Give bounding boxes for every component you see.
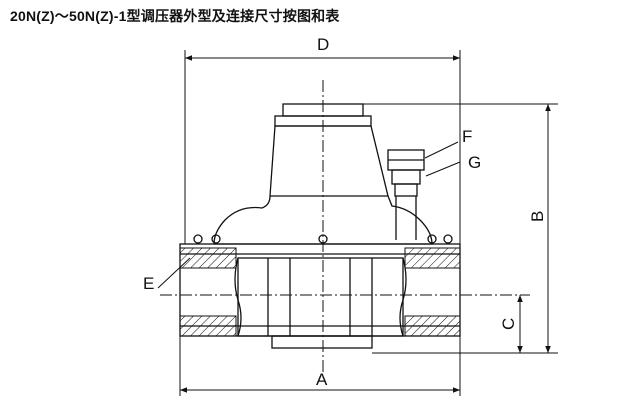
- right-thread-top: [404, 247, 461, 269]
- left-thread-bottom: [179, 315, 237, 337]
- label-F: F: [462, 127, 472, 146]
- bonnet: [213, 125, 433, 245]
- page-title: 20N(Z)～50N(Z)-1型调压器外型及连接尺寸按图和表: [10, 8, 340, 24]
- label-G: G: [468, 153, 481, 172]
- bottom-plug: [271, 335, 373, 349]
- label-C: C: [499, 318, 518, 330]
- label-E: E: [143, 274, 154, 293]
- label-B: B: [528, 211, 547, 222]
- right-thread-bottom: [404, 315, 461, 337]
- label-D: D: [317, 35, 329, 54]
- label-A: A: [316, 370, 328, 389]
- left-thread-top: [179, 247, 237, 269]
